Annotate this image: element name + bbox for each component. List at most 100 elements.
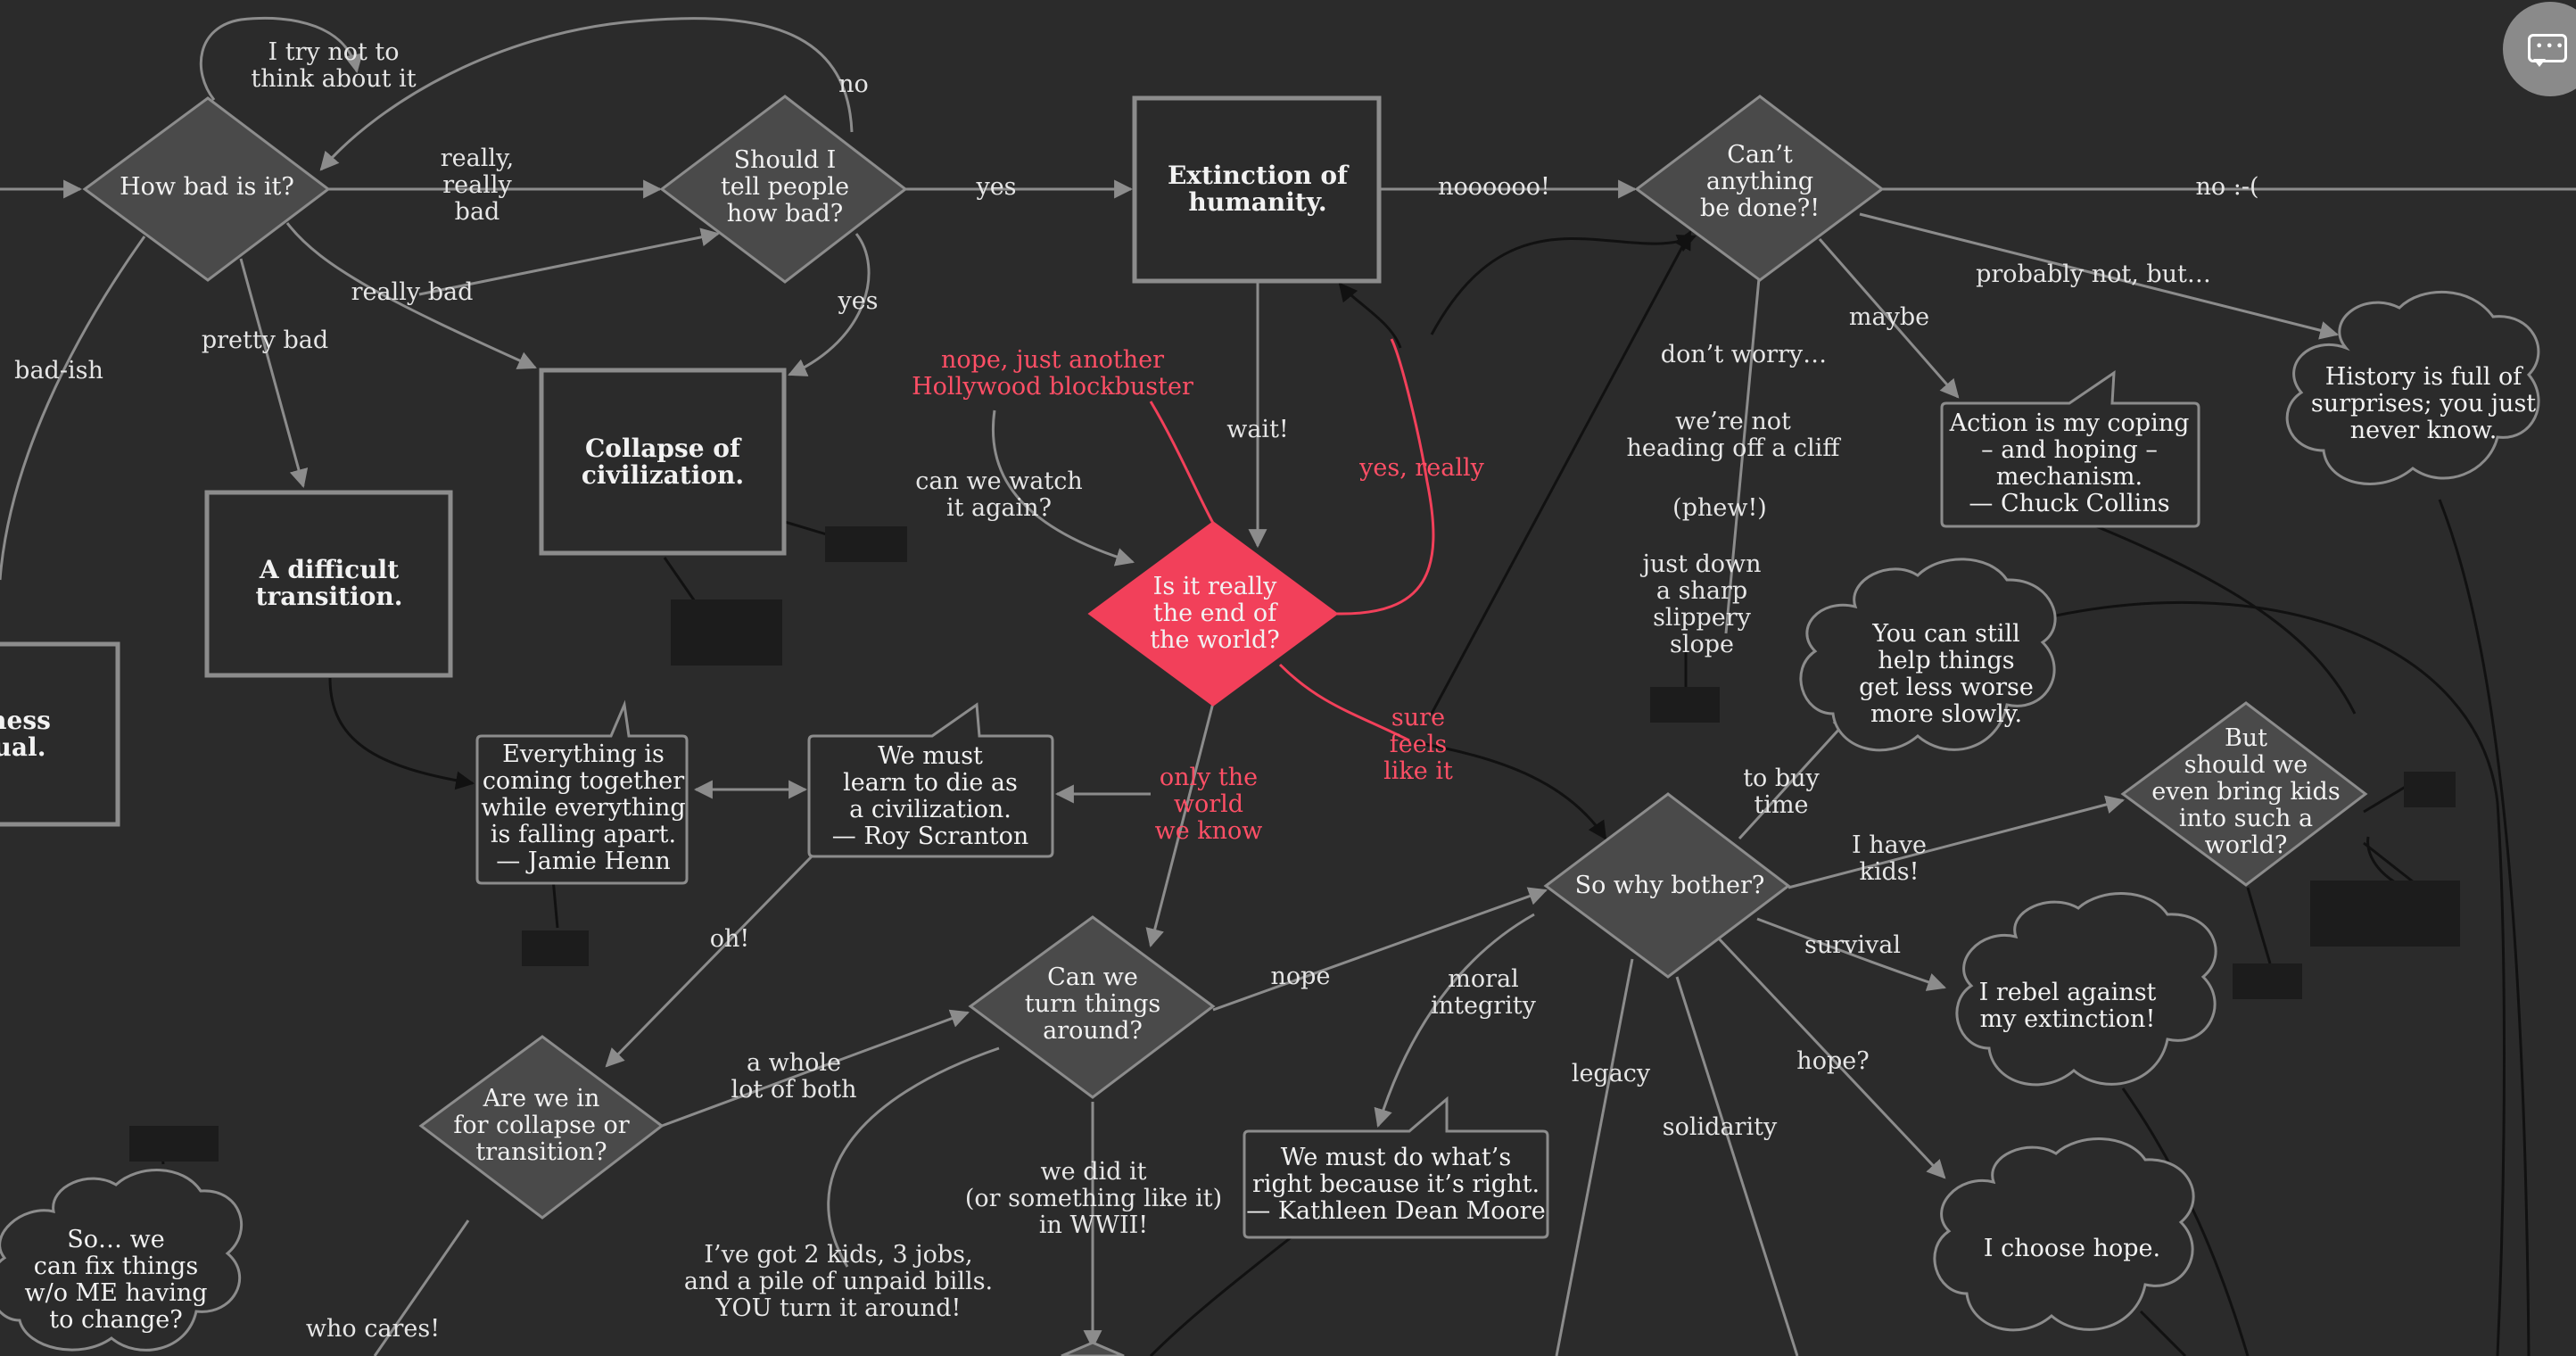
box-extinction	[1132, 95, 1382, 284]
chat-bubble-tail-icon	[2533, 59, 2546, 67]
cloud-you-can-still	[1799, 558, 2057, 752]
label-nope-hollywood: nope, just another Hollywood blockbuster	[912, 346, 1193, 401]
label-whole-lot: a whole lot of both	[731, 1049, 857, 1104]
label-noooo: noooooo!	[1438, 173, 1550, 201]
label-sure-feels: sure feels like it	[1383, 704, 1453, 785]
node-difficult[interactable]: A difficult transition.	[255, 555, 403, 611]
edge-solidarity	[1675, 976, 1799, 1356]
chat-button[interactable]: •••	[2503, 2, 2576, 96]
edge-nope	[1212, 887, 1548, 1012]
node-so-we-can-fix[interactable]: So… we can fix things w/o ME having to c…	[24, 1226, 208, 1334]
node-action-coping[interactable]: Action is my coping – and hoping – mecha…	[1949, 409, 2190, 517]
node-should-we-bring[interactable]: But should we even bring kids into such …	[2151, 724, 2341, 859]
edge-watch-again-loop	[991, 409, 1135, 566]
placeholder-6	[2404, 772, 2456, 807]
bubble-everything	[475, 699, 689, 885]
label-phew: (phew!)	[1672, 494, 1767, 522]
node-i-choose-hope[interactable]: I choose hope.	[1983, 1235, 2161, 1262]
edge-hope	[1715, 935, 1946, 1179]
cloud-history	[2285, 290, 2540, 485]
edge-everything-down	[551, 878, 559, 929]
node-we-must-do[interactable]: We must do what’s right because it’s rig…	[1246, 1144, 1546, 1225]
label-yes-2: yes	[838, 287, 879, 315]
edge-dont-worry	[1724, 277, 1761, 634]
edge-yes-2	[788, 233, 871, 376]
bubble-learn-to-die	[807, 702, 1054, 858]
edge-rebel-down	[2121, 1087, 2250, 1356]
node-collapse-or-transition[interactable]: Are we in for collapse or transition?	[453, 1085, 630, 1166]
edge-difficult-to-everything	[328, 677, 475, 790]
edge-why-bother-up	[1430, 230, 1692, 715]
placeholder-2	[671, 599, 782, 666]
label-legacy: legacy	[1571, 1060, 1651, 1087]
edge-nope-hollywood	[1149, 401, 1217, 527]
label-not-cliff: we’re not heading off a cliff	[1626, 408, 1840, 462]
cloud-i-choose-hope	[1933, 1137, 2195, 1332]
label-maybe: maybe	[1848, 303, 1930, 331]
box-ness-usual	[0, 641, 120, 827]
label-really-bad: really bad	[351, 278, 474, 306]
placeholder-8	[2233, 963, 2302, 999]
label-slippery: just down a sharp slippery slope	[1642, 550, 1762, 658]
edge-pretty-bad	[239, 258, 309, 489]
diamond-how-bad	[82, 96, 331, 282]
edge-maybe	[1818, 238, 1960, 399]
cloud-i-rebel	[1955, 892, 2217, 1087]
label-probably-not: probably not, but…	[1976, 260, 2211, 288]
label-oh: oh!	[709, 925, 750, 953]
node-should-tell[interactable]: Should I tell people how bad?	[720, 146, 850, 227]
label-hope: hope?	[1796, 1047, 1870, 1075]
label-survival: survival	[1804, 931, 1902, 959]
edge-only-world	[1145, 702, 1215, 948]
node-cant-anything[interactable]: Can’t anything be done?!	[1699, 141, 1821, 222]
node-we-must-learn[interactable]: We must learn to die as a civilization. …	[831, 742, 1029, 850]
edge-kids-dark-3	[2363, 783, 2409, 814]
placeholder-7	[2310, 881, 2460, 947]
label-really-really-bad: really, really bad	[440, 145, 515, 226]
node-extinction[interactable]: Extinction of humanity.	[1167, 161, 1349, 217]
edge-to-buy-time	[1738, 715, 1853, 840]
edge-we-must-do-down	[1149, 1234, 1294, 1356]
label-try-not: I try not to think about it	[251, 38, 417, 93]
placeholder-5	[129, 1126, 219, 1162]
node-history-surprises[interactable]: History is full of surprises; you just n…	[2310, 363, 2537, 444]
diamond-should-tell	[659, 95, 908, 284]
edge-really-bad	[285, 222, 537, 369]
edge-hope-down	[2139, 1310, 2187, 1356]
node-how-bad[interactable]: How bad is it?	[120, 173, 294, 201]
edge-yes-really-head	[1338, 282, 1402, 349]
edge-probably-not	[1859, 212, 2340, 340]
edge-history-down	[2438, 499, 2531, 1356]
label-watch-again: can we watch it again?	[915, 467, 1083, 522]
node-ness-usual[interactable]: ness ual.	[0, 706, 51, 762]
node-everything-coming[interactable]: Everything is coming together while ever…	[481, 740, 686, 875]
label-moral-integrity: moral integrity	[1431, 965, 1536, 1020]
diamond-can-we-turn	[968, 915, 1216, 1099]
edge-really-bad-2	[418, 227, 721, 296]
edge-sure-feels-dark	[1413, 740, 1607, 840]
diamond-cant-anything	[1634, 95, 1885, 282]
edge-kids-dark-2	[2246, 887, 2272, 964]
node-end-of-world[interactable]: Is it really the end of the world?	[1150, 573, 1280, 654]
edge-i-have-kids	[1788, 795, 2126, 889]
edge-oh	[605, 855, 813, 1068]
node-collapse[interactable]: Collapse of civilization.	[581, 434, 745, 490]
edge-cloud-right-1	[2055, 600, 2506, 1356]
diamond-end-of-world	[1087, 521, 1339, 707]
node-why-bother[interactable]: So why bother?	[1574, 872, 1765, 899]
edge-bad-ish	[0, 236, 146, 581]
label-nope: nope	[1270, 963, 1331, 990]
node-can-we-turn[interactable]: Can we turn things around?	[1024, 963, 1161, 1045]
node-i-rebel[interactable]: I rebel against my extinction!	[1978, 979, 2157, 1033]
label-who-cares: who cares!	[305, 1315, 441, 1343]
label-solidarity: solidarity	[1662, 1113, 1778, 1141]
edge-legacy	[1555, 958, 1634, 1356]
diamond-collapse-transition	[418, 1035, 665, 1220]
node-you-can-still[interactable]: You can still help things get less worse…	[1859, 620, 2034, 728]
edge-sure-feels	[1278, 663, 1410, 742]
edge-can-we-turn-dark	[1430, 234, 1697, 335]
label-i-have-kids: I have kids!	[1852, 831, 1927, 886]
label-yes-1: yes	[976, 173, 1017, 201]
